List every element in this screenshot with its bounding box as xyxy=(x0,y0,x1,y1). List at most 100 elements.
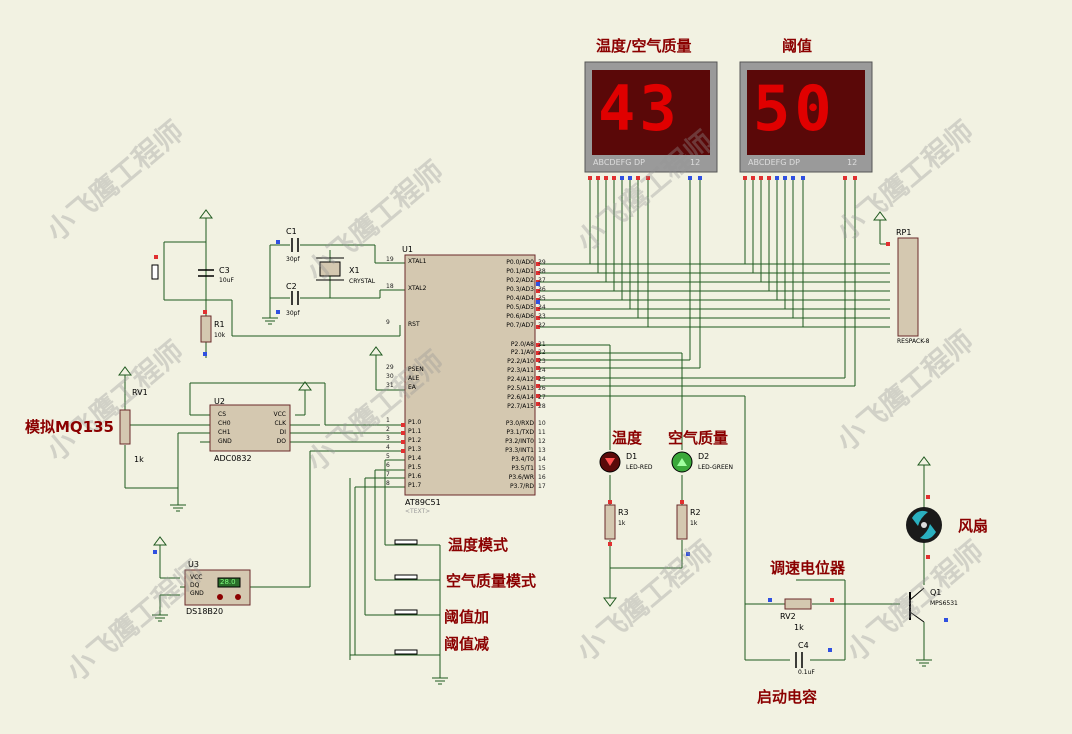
label-temp-led: 温度 xyxy=(612,429,643,447)
pin-label: 36 xyxy=(538,286,546,293)
d2-ref: D2 xyxy=(698,452,710,461)
pin-label: P2.1/A9 xyxy=(510,349,534,356)
pin-label: 12 xyxy=(538,438,546,445)
pin-label: 2 xyxy=(386,426,390,433)
pin-label: P1.4 xyxy=(408,455,422,462)
u1-ref: U1 xyxy=(402,245,413,254)
display-digits-right: 50 xyxy=(753,72,836,145)
d2-name: LED-GREEN xyxy=(698,464,734,471)
x1-name: CRYSTAL xyxy=(349,278,376,285)
pin-label: P1.2 xyxy=(408,437,422,444)
pin-label: 26 xyxy=(538,385,546,392)
display-common-left: 12 xyxy=(690,158,701,167)
pin-label: P1.1 xyxy=(408,428,422,435)
pin-label: 34 xyxy=(538,304,546,311)
pin-label: 19 xyxy=(386,256,394,263)
u2-ref: U2 xyxy=(214,397,225,406)
pin-label: GND xyxy=(190,590,204,597)
pin-label: 13 xyxy=(538,447,546,454)
display-title-right: 阈值 xyxy=(782,37,813,55)
pin-label: RST xyxy=(408,321,420,328)
label-btn-air: 空气质量模式 xyxy=(446,572,537,590)
pin-label: 1 xyxy=(386,417,390,424)
u1-name: AT89C51 xyxy=(405,498,441,507)
label-start-cap: 启动电容 xyxy=(757,688,818,706)
pin-label: 10 xyxy=(538,420,546,427)
pin-label: 35 xyxy=(538,295,546,302)
label-fan: 风扇 xyxy=(958,517,989,535)
pin-label: P1.5 xyxy=(408,464,422,471)
display-pins-right: ABCDEFG DP xyxy=(748,158,800,167)
u3-ref: U3 xyxy=(188,560,199,569)
c3-value: 10uF xyxy=(219,277,234,284)
pin-label: DQ xyxy=(190,582,200,589)
pin-label: 33 xyxy=(538,313,546,320)
pin-label: 37 xyxy=(538,277,546,284)
q1-ref: Q1 xyxy=(930,588,942,597)
pin-label: EA xyxy=(408,384,416,391)
display-common-right: 12 xyxy=(847,158,858,167)
u3-reading: 28.0 xyxy=(220,578,236,586)
pin-label: 28 xyxy=(538,403,546,410)
pin-label: 3 xyxy=(386,435,390,442)
label-btn-sub: 阈值减 xyxy=(444,635,490,653)
pin-label: P3.4/T0 xyxy=(511,456,534,463)
pin-label: 8 xyxy=(386,480,390,487)
pin-label: P2.2/A10 xyxy=(507,358,534,365)
c1-value: 30pf xyxy=(286,256,300,263)
pin-label: 14 xyxy=(538,456,546,463)
pin-label: P0.0/AD0 xyxy=(506,259,534,266)
pin-label: P3.7/RD xyxy=(510,483,534,490)
d1-name: LED-RED xyxy=(626,464,653,471)
display-title-left: 温度/空气质量 xyxy=(596,37,692,55)
pin-label: 31 xyxy=(386,382,394,389)
pin-label: 6 xyxy=(386,462,390,469)
label-btn-add: 阈值加 xyxy=(444,608,490,626)
pin-label: 16 xyxy=(538,474,546,481)
r1-ref: R1 xyxy=(214,320,225,329)
c2-value: 30pf xyxy=(286,310,300,317)
pin-label: P2.4/A12 xyxy=(507,376,534,383)
pin-label: P1.3 xyxy=(408,446,422,453)
label-btn-temp: 温度模式 xyxy=(448,536,509,554)
label-air-led: 空气质量 xyxy=(668,429,729,447)
pin-label: 29 xyxy=(386,364,394,371)
pin-label: P3.1/TXD xyxy=(506,429,534,436)
pin-label: 39 xyxy=(538,259,546,266)
pin-label: 30 xyxy=(386,373,394,380)
pin-label: P0.4/AD4 xyxy=(506,295,534,302)
pin-label: P0.5/AD5 xyxy=(506,304,534,311)
r2-value: 1k xyxy=(690,520,698,527)
u3-name: DS18B20 xyxy=(186,607,224,616)
r3-ref: R3 xyxy=(618,508,629,517)
u2-name: ADC0832 xyxy=(214,454,252,463)
r3-value: 1k xyxy=(618,520,626,527)
pin-label: VCC xyxy=(273,411,286,418)
pin-label: P2.0/A8 xyxy=(510,341,534,348)
rp1-ref: RP1 xyxy=(896,228,912,237)
pin-label: 24 xyxy=(538,367,546,374)
d1-ref: D1 xyxy=(626,452,638,461)
pin-label: P1.0 xyxy=(408,419,422,426)
pin-label: P1.6 xyxy=(408,473,422,480)
pin-label: CH1 xyxy=(218,429,231,436)
c4-value: 0.1uF xyxy=(798,669,815,676)
rv2-value: 1k xyxy=(794,623,804,632)
pin-label: P3.2/INT0 xyxy=(505,438,534,445)
pin-label: P1.7 xyxy=(408,482,422,489)
pin-label: P3.5/T1 xyxy=(511,465,534,472)
pin-label: P0.3/AD3 xyxy=(506,286,534,293)
c1-ref: C1 xyxy=(286,227,297,236)
pin-label: CH0 xyxy=(218,420,231,427)
pin-label: P0.1/AD1 xyxy=(506,268,534,275)
c4-ref: C4 xyxy=(798,641,809,650)
pin-label: CLK xyxy=(274,420,286,427)
pin-label: XTAL1 xyxy=(408,258,427,265)
display-digits-left: 43 xyxy=(598,72,681,145)
pin-label: 22 xyxy=(538,349,546,356)
pin-label: VCC xyxy=(190,574,203,581)
rv1-value: 1k xyxy=(134,455,144,464)
pin-label: P3.0/RXD xyxy=(505,420,534,427)
pin-label: XTAL2 xyxy=(408,285,427,292)
